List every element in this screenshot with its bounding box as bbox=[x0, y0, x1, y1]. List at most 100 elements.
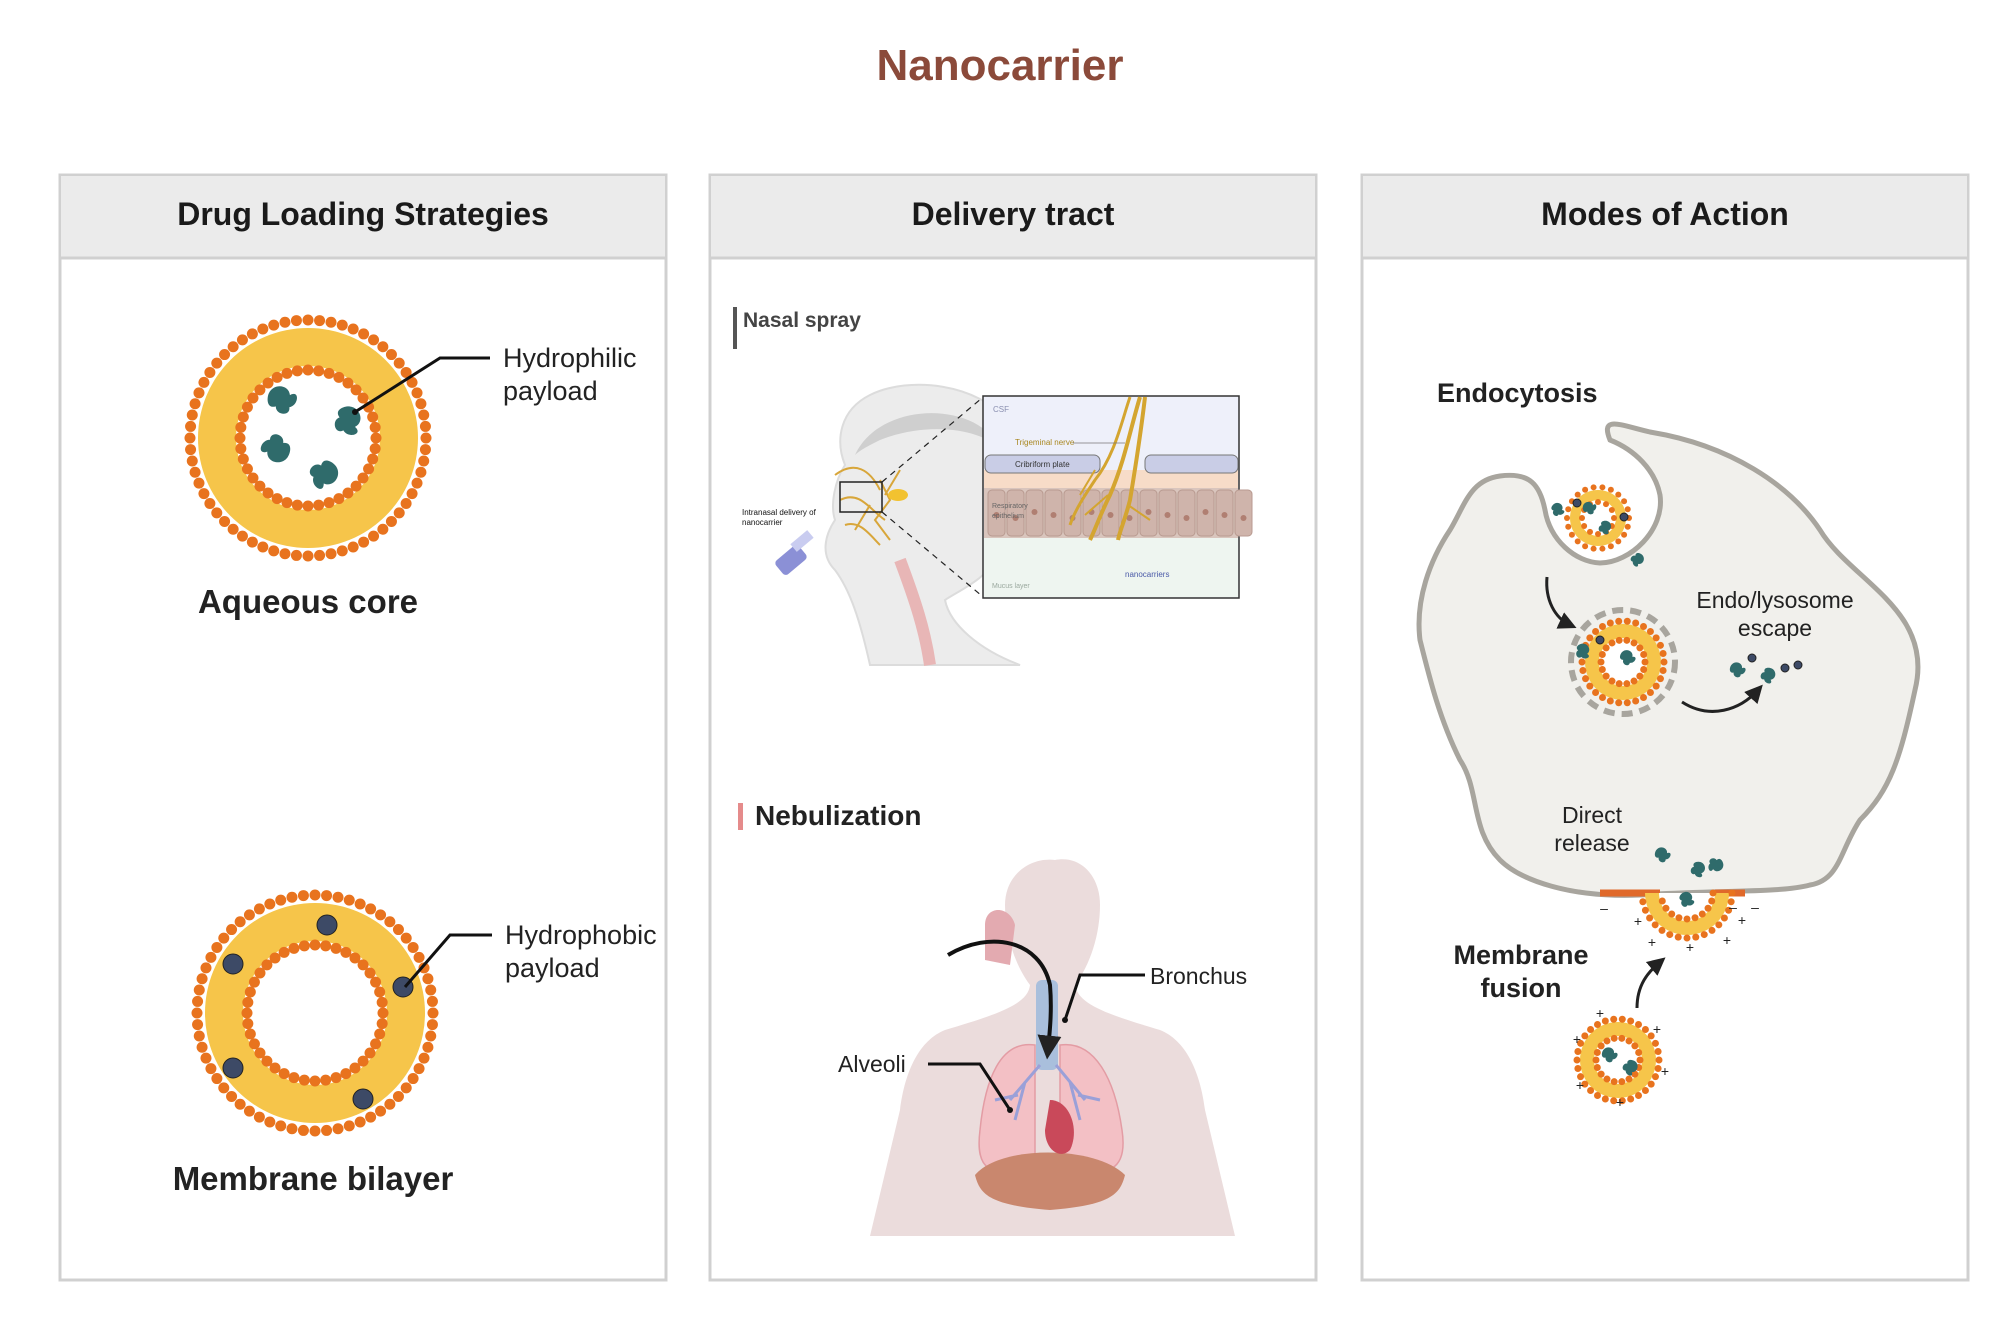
direct-release-line2: release bbox=[1554, 830, 1629, 856]
panel-header-bg bbox=[1363, 176, 1967, 257]
bronchus-label: Bronchus bbox=[1150, 963, 1247, 989]
inset-epithelium-line2: epithelium bbox=[992, 513, 1024, 520]
panel-drug-loading: Drug Loading Strategies Hydrophilic payl… bbox=[58, 173, 668, 1282]
inset-plate-label: Cribriform plate bbox=[1015, 460, 1070, 469]
charge-marker: – bbox=[1600, 900, 1608, 916]
inset-nanocarriers-label: nanocarriers bbox=[1125, 570, 1169, 579]
approaching-charge-markers: ++++++ bbox=[1573, 1005, 1669, 1110]
hydrophilic-payload bbox=[1620, 650, 1636, 666]
inset-mucus-label: Mucus layer bbox=[992, 583, 1030, 590]
hydrophilic-payload bbox=[1654, 847, 1671, 863]
hydrophilic-payload bbox=[1708, 858, 1724, 872]
panel-header-delivery-tract: Delivery tract bbox=[912, 196, 1115, 232]
panel-header-drug-loading: Drug Loading Strategies bbox=[177, 196, 549, 232]
charge-marker: + bbox=[1653, 1021, 1661, 1037]
hydrophobic-payload bbox=[1793, 660, 1803, 670]
hydrophilic-payload bbox=[1601, 1047, 1618, 1063]
membrane-fusion-line1: Membrane bbox=[1453, 940, 1588, 970]
hydrophobic-payload bbox=[222, 953, 244, 975]
charge-marker: + bbox=[1576, 1077, 1584, 1093]
escaped-payload-particles bbox=[1729, 653, 1803, 684]
hydrophobic-callout-line bbox=[403, 933, 492, 988]
hydrophilic-payload bbox=[260, 434, 291, 463]
aqueous-core-label: Aqueous core bbox=[198, 583, 418, 620]
hydrophilic-payload bbox=[1598, 520, 1612, 535]
hydrophilic-payload bbox=[309, 460, 339, 489]
nasal-heading-marker bbox=[733, 307, 737, 349]
nasal-inset-diagram: CSF Trigeminal nerve Cribriform plate Re… bbox=[982, 395, 1253, 599]
membrane-fusion-line2: fusion bbox=[1481, 973, 1562, 1003]
hydrophilic-payload bbox=[1551, 502, 1565, 516]
hydrophobic-payload bbox=[1619, 512, 1629, 522]
hydrophobic-callout-line1: Hydrophobic bbox=[505, 920, 657, 950]
hydrophilic-payload bbox=[1630, 553, 1644, 567]
endosome-liposome bbox=[1578, 617, 1668, 707]
inset-epithelium-line1: Respiratory bbox=[992, 503, 1028, 510]
charge-marker: + bbox=[1648, 934, 1656, 950]
escape-label-line1: Endo/lysosome bbox=[1696, 587, 1853, 613]
inset-csf-label: CSF bbox=[993, 405, 1009, 414]
hydrophobic-payload bbox=[1572, 498, 1582, 508]
fusion-payload-particles bbox=[1679, 891, 1695, 907]
hydrophobic-payload bbox=[352, 1088, 374, 1110]
hydrophilic-payload bbox=[1576, 643, 1590, 659]
endosome-payload-particles bbox=[1576, 635, 1636, 666]
device-label-line1: Intranasal delivery of bbox=[742, 508, 817, 517]
pocket-payload-particles bbox=[1551, 498, 1644, 567]
panel-header-bg bbox=[61, 176, 665, 257]
escape-label-line2: escape bbox=[1738, 615, 1812, 641]
hydrophobic-payload bbox=[1780, 663, 1790, 673]
charge-marker: + bbox=[1634, 913, 1642, 929]
panel-delivery-tract: Delivery tract Nasal spray Intranasal de… bbox=[708, 173, 1318, 1282]
hydrophilic-payload bbox=[1729, 662, 1746, 678]
charge-marker: + bbox=[1661, 1063, 1669, 1079]
panel-modes-of-action: Modes of Action Endocytosis Endo/lysosom… bbox=[1360, 173, 1970, 1282]
charge-marker: – bbox=[1751, 899, 1759, 915]
endocytosis-arrow bbox=[1545, 576, 1577, 629]
page-title: Nanocarrier bbox=[876, 41, 1123, 90]
nasal-spray-heading: Nasal spray bbox=[743, 309, 861, 332]
charge-marker: + bbox=[1596, 1005, 1604, 1021]
inhalation-arrow bbox=[946, 939, 1062, 1060]
hydrophilic-payload bbox=[1760, 667, 1776, 684]
hydrophobic-callout-line2: payload bbox=[505, 953, 600, 983]
released-payload-particles bbox=[1654, 847, 1724, 878]
nasal-zoom-box bbox=[839, 481, 883, 513]
hydrophobic-payload bbox=[222, 1057, 244, 1079]
hydrophilic-payload bbox=[1679, 891, 1695, 907]
inset-nerve-label: Trigeminal nerve bbox=[1015, 438, 1075, 447]
cell-body bbox=[1416, 421, 1921, 898]
hydrophobic-payload-particles bbox=[222, 914, 414, 1110]
panel-header-modes-of-action: Modes of Action bbox=[1541, 196, 1789, 232]
hydrophilic-payload-particles bbox=[260, 386, 361, 489]
hydrophilic-callout-line bbox=[354, 356, 490, 414]
aqueous-core-liposome bbox=[184, 314, 432, 562]
membrane-bilayer-liposome bbox=[191, 889, 439, 1137]
hydrophilic-payload bbox=[267, 386, 297, 414]
charge-marker: + bbox=[1686, 939, 1694, 955]
fusion-charge-markers: –+++++–– bbox=[1600, 899, 1759, 955]
hydrophilic-callout-line1: Hydrophilic bbox=[503, 343, 637, 373]
endocytosis-label: Endocytosis bbox=[1437, 378, 1598, 408]
hydrophobic-payload bbox=[1747, 653, 1757, 663]
fusion-arrow bbox=[1635, 957, 1666, 1009]
nebulization-heading-marker bbox=[738, 803, 743, 830]
head-silhouette bbox=[824, 383, 1021, 666]
hydrophilic-payload bbox=[1622, 1059, 1638, 1076]
alveoli-label: Alveoli bbox=[838, 1051, 906, 1077]
hydrophobic-payload bbox=[1595, 635, 1605, 645]
charge-marker: + bbox=[1723, 932, 1731, 948]
approaching-payload-particles bbox=[1601, 1047, 1638, 1076]
alveoli-callout-line bbox=[928, 1062, 1012, 1111]
charge-marker: + bbox=[1738, 912, 1746, 928]
hydrophilic-payload bbox=[1690, 861, 1705, 878]
escape-arrow bbox=[1681, 684, 1763, 713]
nasal-spray-device bbox=[775, 530, 814, 575]
membrane-bilayer-label: Membrane bilayer bbox=[173, 1160, 454, 1197]
charge-marker: + bbox=[1616, 1094, 1624, 1110]
panel-header-bg bbox=[711, 176, 1315, 257]
nebulization-heading: Nebulization bbox=[755, 800, 921, 831]
hydrophobic-payload bbox=[316, 914, 338, 936]
hydrophilic-payload bbox=[1582, 501, 1597, 515]
